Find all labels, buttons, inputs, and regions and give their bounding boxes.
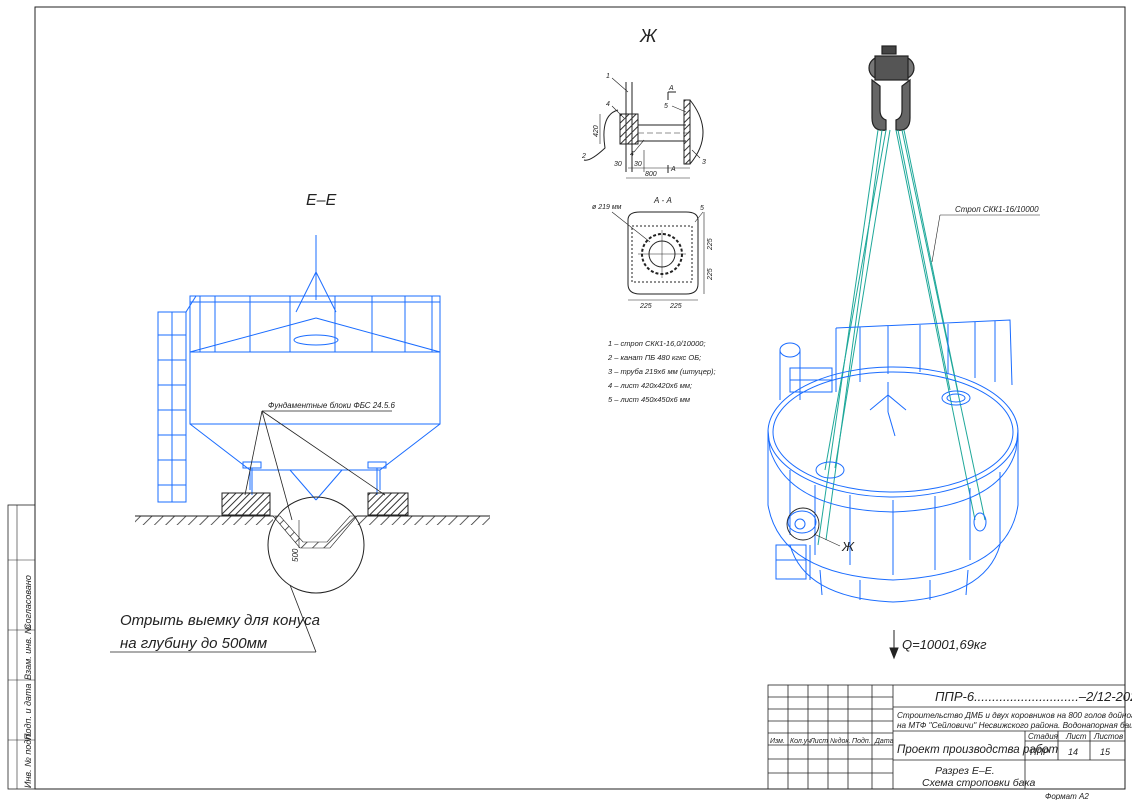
sheets-value: 15 bbox=[1100, 747, 1111, 757]
tank-elevation bbox=[157, 235, 441, 503]
legend-item-2: 2 – канат ПБ 480 кгкс ОБ; bbox=[607, 353, 701, 362]
hdr-koluch: Кол.уч bbox=[790, 738, 811, 745]
section-aa-title: А - А bbox=[653, 196, 672, 205]
project-line2: на МТФ "Сейловичи" Несвижского района. В… bbox=[897, 721, 1132, 730]
drawing-line2: Схема строповки бака bbox=[922, 777, 1035, 789]
foundation-label: Фундаментные блоки ФБС 24.5.6 bbox=[268, 401, 396, 410]
rigging-view: Строп СКК1-16/10000 bbox=[767, 45, 1040, 660]
load-arrow bbox=[889, 630, 899, 660]
project-line1: Строительство ДМБ и двух коровников на 8… bbox=[897, 711, 1132, 720]
detail-legend: 1 – строп СКК1-16,0/10000; 2 – канат ПБ … bbox=[607, 339, 716, 404]
nozzle-section bbox=[583, 77, 704, 179]
section-aa: А - А ø 219 мм 5 225 225 225 225 bbox=[592, 196, 714, 310]
detail-zh-circle bbox=[786, 507, 820, 541]
tank-iso bbox=[767, 319, 1019, 603]
dim-30a: 30 bbox=[614, 161, 622, 168]
dim-h225b: 225 bbox=[669, 303, 682, 310]
hdr-izm: Изм. bbox=[770, 738, 785, 745]
callout-5: 5 bbox=[664, 103, 668, 110]
stamp-inv: Инв. № подл. bbox=[23, 732, 33, 788]
hdr-ndok: №док. bbox=[830, 737, 851, 745]
dim-h225a: 225 bbox=[639, 303, 652, 310]
pipe-label: ø 219 мм bbox=[592, 204, 622, 211]
detail-zh: Ж 1 bbox=[581, 26, 716, 404]
callout-4a: 4 bbox=[606, 101, 610, 108]
pit-note-line1: Отрыть выемку для конуса bbox=[120, 612, 320, 629]
title-block-text: ППР-6.............................–2/12-… bbox=[770, 689, 1132, 789]
sheet-frame bbox=[7, 6, 1126, 790]
sheet-value: 14 bbox=[1068, 747, 1078, 757]
legend-item-5: 5 – лист 450х450х6 мм bbox=[608, 395, 690, 404]
detail-zh-title: Ж bbox=[639, 26, 658, 46]
dim-500: 500 bbox=[291, 548, 300, 562]
dim-30b: 30 bbox=[634, 161, 642, 168]
doc-title: Проект производства работ bbox=[897, 744, 1059, 756]
sheets-label: Листов bbox=[1093, 732, 1123, 741]
callout-2: 2 bbox=[581, 153, 586, 160]
dim-800: 800 bbox=[645, 171, 657, 178]
callout-4b: 4 bbox=[630, 151, 634, 158]
dim-420: 420 bbox=[593, 125, 600, 137]
doc-code: ППР-6.............................–2/12-… bbox=[935, 689, 1132, 704]
sling-leader bbox=[931, 214, 941, 263]
legend-item-1: 1 – строп СКК1-16,0/10000; bbox=[608, 339, 706, 348]
stage-label: Стадия bbox=[1028, 732, 1059, 741]
load-label: Q=10001,69кг bbox=[902, 637, 987, 652]
dim-v225a: 225 bbox=[707, 238, 714, 251]
section-ee-title: Е–Е bbox=[306, 192, 337, 209]
callout-3: 3 bbox=[702, 159, 706, 166]
legend-item-3: 3 – труба 219х6 мм (штуцер); bbox=[608, 367, 716, 376]
slings bbox=[817, 129, 986, 546]
title-block bbox=[767, 684, 1126, 790]
pit-note-leader bbox=[110, 584, 317, 653]
ground-line bbox=[135, 515, 490, 549]
hdr-podp: Подп. bbox=[852, 737, 871, 745]
foundation-leader bbox=[244, 410, 392, 521]
drawing-line1: Разрез Е–Е. bbox=[935, 765, 995, 777]
crane-hook bbox=[868, 45, 915, 131]
sling-label: Строп СКК1-16/10000 bbox=[955, 205, 1039, 214]
stage-value: ППР bbox=[1030, 747, 1049, 757]
legend-item-4: 4 – лист 420х420х6 мм; bbox=[608, 381, 692, 390]
stamp-sign-date: Подп. и дата bbox=[23, 684, 33, 740]
section-aa-callout: 5 bbox=[700, 205, 704, 212]
section-mark-bottom: А bbox=[670, 166, 676, 173]
stamp-agreed: Согласовано bbox=[23, 575, 33, 630]
format-label: Формат А2 bbox=[1045, 792, 1089, 800]
hdr-list: Лист bbox=[809, 738, 828, 745]
section-mark-top: А bbox=[668, 85, 674, 92]
sheet-label: Лист bbox=[1065, 732, 1087, 741]
foundation-block-right bbox=[367, 492, 409, 516]
foundation-block-left bbox=[221, 492, 271, 516]
dim-v225b: 225 bbox=[707, 268, 714, 281]
section-ee: Е–Е bbox=[110, 192, 490, 653]
hdr-data: Дата bbox=[874, 738, 894, 745]
side-stamp: Согласовано Взам. инв. № Подп. и дата Ин… bbox=[23, 575, 33, 788]
pit-note-line2: на глубину до 500мм bbox=[120, 635, 267, 652]
stamp-replace: Взам. инв. № bbox=[23, 624, 33, 680]
detail-zh-mark: Ж bbox=[841, 539, 855, 554]
callout-1: 1 bbox=[606, 73, 610, 80]
pit-detail-circle bbox=[267, 496, 365, 594]
